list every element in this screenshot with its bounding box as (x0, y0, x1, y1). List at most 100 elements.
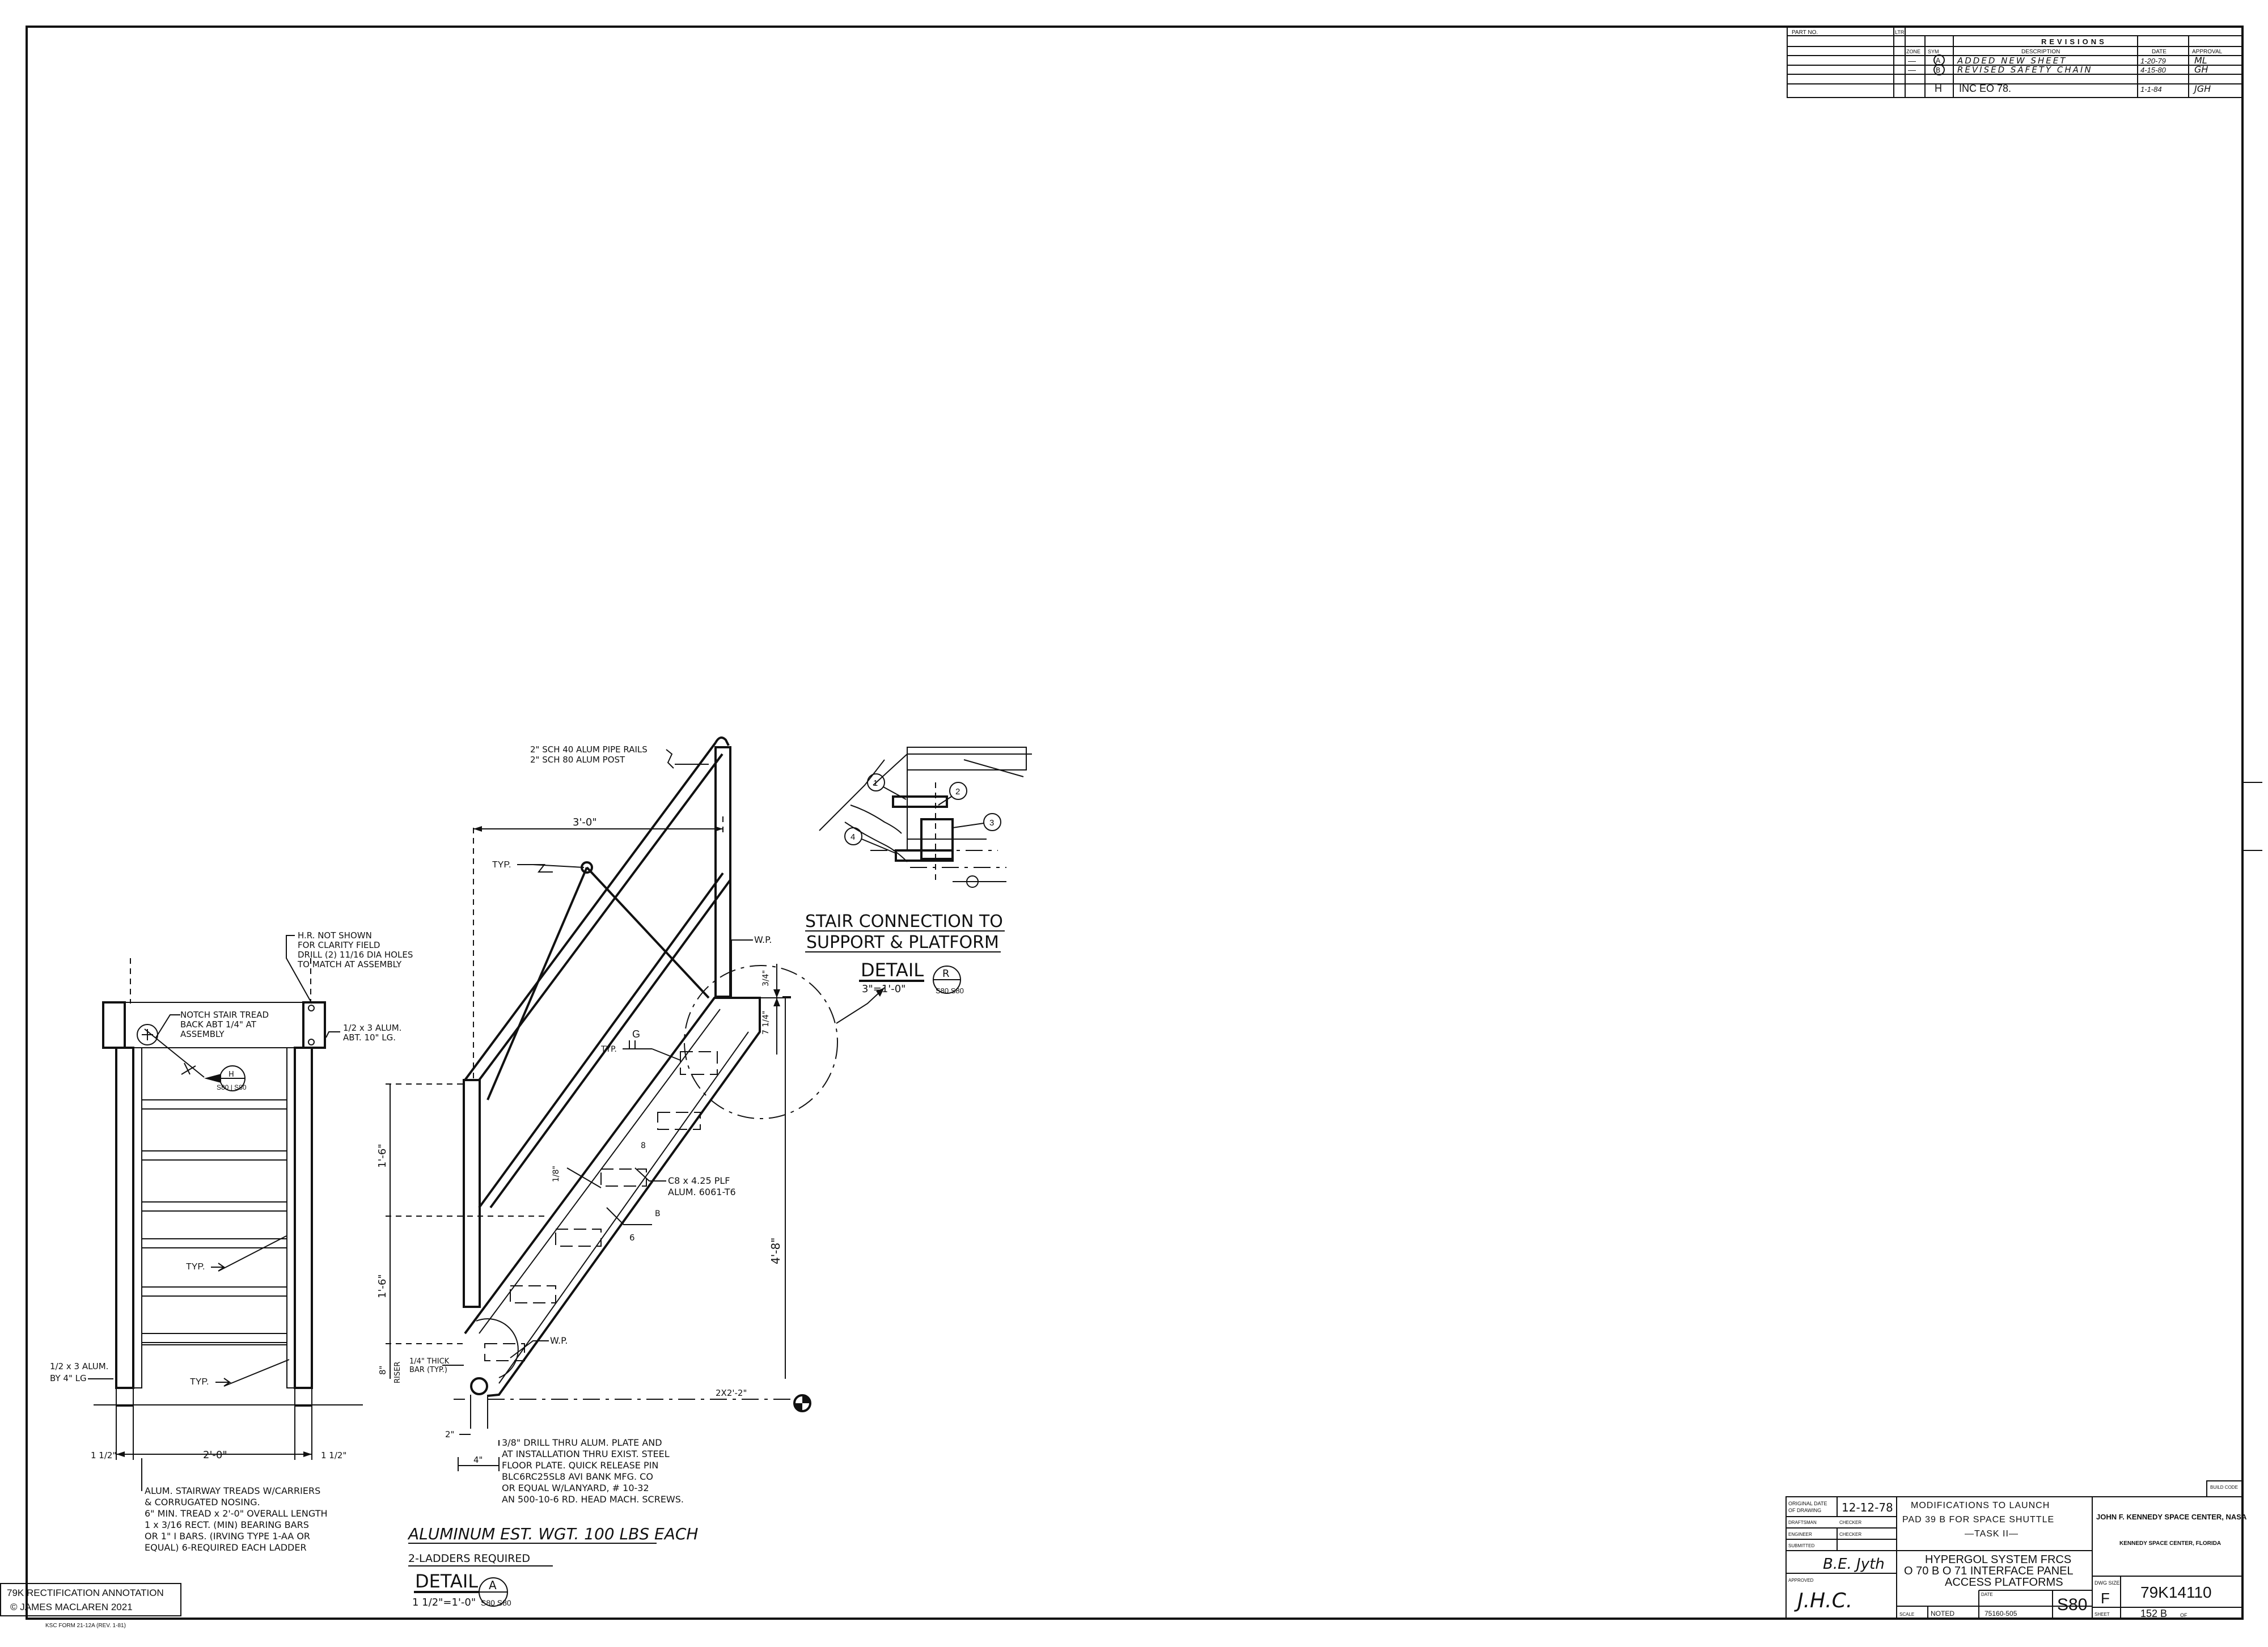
callout-3 (983, 813, 1001, 831)
revisions-table: PART NO. LTR REVISIONS ZONE SYM DESCRIPT… (1787, 26, 2243, 98)
callout-1-label: 1 (873, 778, 878, 788)
detail-a-title: DETAIL (415, 1570, 478, 1592)
detail-h-letter: H (229, 1070, 234, 1079)
submitted-label: SUBMITTED (1788, 1543, 1814, 1548)
callout-3-label: 3 (989, 818, 994, 828)
annotation-line-2: © JAMES MACLAREN 2021 (10, 1602, 133, 1612)
drill-note-line-3: FLOOR PLATE. QUICK RELEASE PIN (502, 1460, 658, 1471)
annotation-box: 79K RECTIFICATION ANNOTATION © JAMES MAC… (0, 1583, 181, 1629)
detail-a-letter: A (489, 1578, 497, 1592)
dim-1-5-right: 1 1/2" (321, 1450, 346, 1460)
channel-line-1: C8 x 4.25 PLF (668, 1175, 730, 1186)
elevation-label: 2X2'-2" (716, 1388, 747, 1398)
weld-6-label: 6 (629, 1233, 635, 1243)
approved-signature: J.H.C. (1794, 1589, 1852, 1612)
hr-note-line-4: TO MATCH AT ASSEMBLY (297, 959, 402, 969)
drill-note-line-1: 3/8" DRILL THRU ALUM. PLATE AND (502, 1437, 662, 1448)
draftsman-label: DRAFTSMAN (1788, 1520, 1817, 1525)
hr-note: H.R. NOT SHOWN FOR CLARITY FIELD DRILL (… (297, 930, 416, 969)
wp-label-top: W.P. (754, 934, 772, 945)
rev-row-1-date: 1-20-79 (2140, 57, 2166, 65)
checker-label: CHECKER (1839, 1520, 1861, 1525)
dwg-size: F (2101, 1590, 2110, 1607)
hr-note-line-3: DRILL (2) 11/16 DIA HOLES (298, 950, 413, 960)
title-block: BUILD CODE ORIGINAL DATE OF DRAWING 12-1… (1785, 1480, 2247, 1619)
rev-row-1-zone: — (1908, 56, 1916, 65)
channel-line-2: ALUM. 6061-T6 (668, 1187, 736, 1197)
rev-row-2-sym: B (1936, 66, 1940, 74)
upper-post (714, 746, 731, 998)
stair-front-view: H S80 | S80 TYP. TYP. NOTCH STAIR TREAD … (50, 930, 416, 1553)
dim-3-4: 3/4" (761, 970, 771, 986)
treads-note-line-3: 6" MIN. TREAD x 2'-0" OVERALL LENGTH (145, 1508, 328, 1519)
rev-row-2-approval: GH (2194, 64, 2208, 75)
drill-note-line-5: OR EQUAL W/LANYARD, # 10-32 (502, 1483, 649, 1493)
dim-2: 2" (445, 1429, 454, 1439)
title-line-3: ACCESS PLATFORMS (1945, 1576, 2063, 1589)
treads-note: ALUM. STAIRWAY TREADS W/CARRIERS & CORRU… (145, 1485, 331, 1553)
rev-row-1-approval: ML (2194, 55, 2207, 66)
rev-ltr-label: LTR (1895, 29, 1905, 35)
rev-zone-label: ZONE (1906, 49, 1920, 54)
project-line-1: MODIFICATIONS TO LAUNCH (1911, 1501, 2050, 1510)
original-date-label-1: ORIGINAL DATE (1788, 1501, 1827, 1506)
sheet-number: 152 B (2140, 1608, 2167, 1619)
callout-1 (867, 773, 885, 791)
dim-4: 4" (473, 1455, 483, 1465)
org-line-1: JOHN F. KENNEDY SPACE CENTER, NASA (2096, 1513, 2247, 1521)
project-line-3: —TASK II— (1965, 1529, 2019, 1539)
stair-treads-side (484, 1051, 718, 1361)
notch-note: NOTCH STAIR TREAD BACK ABT 1/4" AT ASSEM… (180, 1010, 272, 1039)
rev-date-label: DATE (2152, 49, 2167, 55)
treads-note-line-6: EQUAL) 6-REQUIRED EACH LADDER (145, 1542, 307, 1553)
thick-bar-line-1: 1/4" THICK (409, 1357, 450, 1366)
weld-g: G (632, 1028, 640, 1040)
contract-number: 75160-505 (1984, 1610, 2017, 1618)
sheet-border (26, 26, 2244, 1620)
detail-h-sheet-a: S80 (217, 1083, 229, 1091)
engineer-label: ENGINEER (1788, 1532, 1812, 1537)
dim-1-8: 1/8" (552, 1166, 561, 1182)
rev-row-1-desc: ADDED NEW SHEET (1957, 56, 2067, 66)
treads-note-line-4: 1 x 3/16 RECT. (MIN) BEARING BARS (145, 1519, 309, 1530)
thick-bar-note: 1/4" THICK BAR (TYP.) (409, 1357, 451, 1374)
alum-by4-line-1: 1/2 x 3 ALUM. (50, 1361, 108, 1371)
detail-h-sheet-sep: | (229, 1083, 234, 1091)
datum-symbol (793, 1394, 811, 1412)
detail-r-sheets: S80 S80 (936, 986, 964, 995)
detail-r-scale: 3"=1'-0" (862, 983, 905, 995)
dim-7-1-4: 7 1/4" (761, 1011, 771, 1035)
alum-bar-line-1: 1/2 x 3 ALUM. (343, 1023, 401, 1033)
treads-note-line-5: OR 1" I BARS. (IRVING TYPE 1-AA OR (145, 1531, 310, 1542)
dim-3-0: 3'-0" (573, 816, 597, 828)
detail-h-sheet-b: S80 (234, 1083, 247, 1091)
project-line-2: PAD 39 B FOR SPACE SHUTTLE (1902, 1515, 2054, 1525)
submitted-signature: B.E. Jyth (1823, 1556, 1885, 1573)
detail-r-callout-circle (684, 965, 838, 1119)
original-date: 12-12-78 (1842, 1501, 1893, 1514)
rev-row-3-approval: JGH (2193, 83, 2211, 94)
dim-1-6-top: 1'-6" (376, 1144, 388, 1168)
typ-label-side: TYP. (492, 860, 511, 870)
dim-4-8: 4'-8" (769, 1238, 782, 1264)
checker-label-2: CHECKER (1839, 1532, 1861, 1537)
title-line-2: O 70 B O 71 INTERFACE PANEL (1904, 1565, 2074, 1577)
callout-2 (949, 782, 967, 800)
alum-bar-line-2: ABT. 10" LG. (343, 1032, 396, 1043)
dwg-size-label: DWG SIZE (2094, 1580, 2120, 1586)
rev-row-2-date: 4-15-80 (2140, 66, 2167, 74)
stair-side-elevation: TYP. G TYP. W.P. 3/4" 7 1/4" 4'-8" 1'-6"… (376, 736, 885, 1505)
weight-note: ALUMINUM EST. WGT. 100 LBS EACH (407, 1525, 698, 1543)
rev-row-3-desc: INC EO 78. (1959, 83, 2011, 94)
pipe-rails-line: 2" SCH 40 ALUM PIPE RAILS (530, 744, 648, 755)
rev-title: REVISIONS (2041, 37, 2107, 46)
rev-row-2-zone: — (1908, 65, 1916, 74)
detail-r-title: DETAIL (861, 959, 924, 981)
drill-note: 3/8" DRILL THRU ALUM. PLATE AND AT INSTA… (502, 1437, 684, 1505)
wp-label-bottom: W.P. (550, 1335, 568, 1346)
stair-treads-front (141, 1099, 287, 1345)
typ-label-weld: TYP. (600, 1045, 617, 1054)
stair-conn-title-1: STAIR CONNECTION TO (805, 912, 1003, 932)
approved-label: APPROVED (1788, 1578, 1814, 1583)
sheet-code: S80 (2057, 1595, 2087, 1614)
